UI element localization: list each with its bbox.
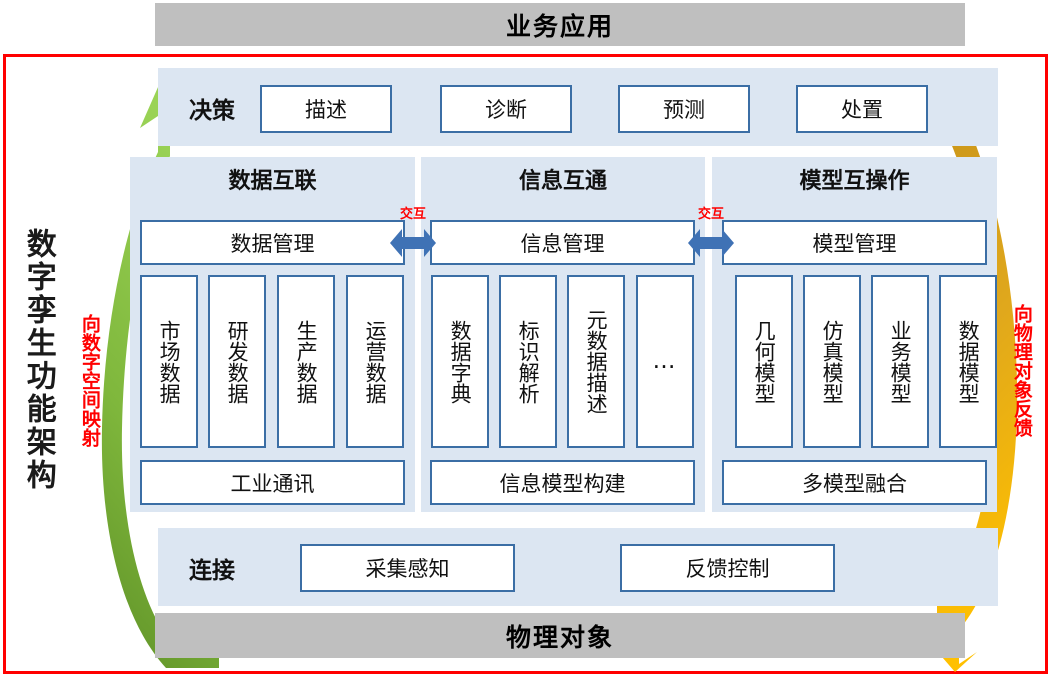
- column-3-item-geometry-model[interactable]: 几何模型: [735, 275, 793, 448]
- bottom-banner-label: 物理对象: [505, 622, 614, 652]
- column-1-item-operation-data-label: 运营数据: [363, 319, 388, 404]
- connect-item-acquisition-sensing[interactable]: 采集感知: [300, 544, 515, 592]
- interaction-label-2-text: 交互: [697, 207, 724, 222]
- column-1-footer-box[interactable]: 工业通讯: [140, 460, 405, 505]
- column-2-item-ellipsis[interactable]: …: [636, 275, 694, 448]
- right-arrow-label: 向物理对象反馈: [1008, 245, 1034, 495]
- decision-item-describe-label: 描述: [305, 98, 347, 122]
- connect-panel: [158, 528, 998, 606]
- top-banner-label: 业务应用: [505, 11, 614, 41]
- connect-row-label-text: 连接: [189, 558, 235, 584]
- column-1-manager-label: 数据管理: [230, 231, 315, 256]
- column-3-manager-box[interactable]: 模型管理: [722, 220, 987, 265]
- decision-item-disposal-label: 处置: [841, 98, 883, 122]
- top-banner-business-application: 业务应用: [155, 3, 965, 46]
- column-1-footer-label: 工业通讯: [230, 471, 315, 496]
- column-2-title-text: 信息互通: [518, 169, 607, 194]
- interaction-label-1: 交互: [392, 208, 434, 224]
- connect-item-feedback-control-label: 反馈控制: [685, 557, 770, 581]
- column-1-item-market-data-label: 市场数据: [157, 319, 182, 404]
- column-2-title: 信息互通: [421, 163, 705, 195]
- column-3-footer-label: 多模型融合: [802, 471, 907, 496]
- column-2-manager-box[interactable]: 信息管理: [430, 220, 695, 265]
- page-title-text: 数字孪生功能架构: [20, 228, 56, 492]
- column-3-item-simulation-model[interactable]: 仿真模型: [803, 275, 861, 448]
- column-2-item-data-dictionary[interactable]: 数据字典: [431, 275, 489, 448]
- outer-red-frame: [3, 54, 1048, 674]
- column-1-item-operation-data[interactable]: 运营数据: [346, 275, 404, 448]
- column-1-item-rd-data[interactable]: 研发数据: [208, 275, 266, 448]
- connect-item-acquisition-sensing-label: 采集感知: [365, 557, 450, 581]
- interaction-arrow-1: [390, 229, 436, 257]
- decision-row-label: 决策: [172, 90, 252, 126]
- column-1-item-rd-data-label: 研发数据: [225, 319, 250, 404]
- column-1-title: 数据互联: [130, 163, 415, 195]
- column-3-item-business-model[interactable]: 业务模型: [871, 275, 929, 448]
- left-arrow-label-text: 向数字空间映射: [78, 313, 101, 447]
- column-3-title-text: 模型互操作: [799, 169, 910, 194]
- decision-item-predict-label: 预测: [663, 98, 705, 122]
- column-3-item-data-model-label: 数据模型: [956, 319, 981, 404]
- decision-item-describe[interactable]: 描述: [260, 85, 392, 133]
- column-3-item-data-model[interactable]: 数据模型: [939, 275, 997, 448]
- interaction-arrow-2: [688, 229, 734, 257]
- column-3-item-geometry-model-label: 几何模型: [752, 319, 777, 404]
- decision-item-diagnose-label: 诊断: [485, 98, 527, 122]
- column-3-manager-label: 模型管理: [812, 231, 897, 256]
- connect-row-label: 连接: [172, 550, 252, 586]
- right-arrow-label-text: 向物理对象反馈: [1010, 303, 1033, 437]
- column-2-item-data-dictionary-label: 数据字典: [448, 319, 473, 404]
- column-2-manager-label: 信息管理: [520, 231, 605, 256]
- interaction-label-2: 交互: [690, 208, 732, 224]
- decision-row-label-text: 决策: [189, 98, 235, 124]
- column-3-footer-box[interactable]: 多模型融合: [722, 460, 987, 505]
- page-title-vertical: 数字孪生功能架构: [14, 180, 62, 540]
- column-3-item-simulation-model-label: 仿真模型: [820, 319, 845, 404]
- column-1-manager-box[interactable]: 数据管理: [140, 220, 405, 265]
- column-1-item-production-data[interactable]: 生产数据: [277, 275, 335, 448]
- column-1-item-market-data[interactable]: 市场数据: [140, 275, 198, 448]
- column-2-item-metadata-description-label: 元数据描述: [584, 309, 609, 414]
- column-1-item-production-data-label: 生产数据: [294, 319, 319, 404]
- column-3-item-business-model-label: 业务模型: [888, 319, 913, 404]
- interaction-label-1-text: 交互: [399, 207, 426, 222]
- decision-item-predict[interactable]: 预测: [618, 85, 750, 133]
- column-3-title: 模型互操作: [712, 163, 997, 195]
- decision-item-disposal[interactable]: 处置: [796, 85, 928, 133]
- connect-item-feedback-control[interactable]: 反馈控制: [620, 544, 835, 592]
- decision-item-diagnose[interactable]: 诊断: [440, 85, 572, 133]
- column-1-title-text: 数据互联: [228, 169, 317, 194]
- column-2-footer-box[interactable]: 信息模型构建: [430, 460, 695, 505]
- left-arrow-label: 向数字空间映射: [76, 255, 102, 505]
- column-2-item-ellipsis-label: …: [652, 348, 678, 375]
- column-2-item-identifier-resolution[interactable]: 标识解析: [499, 275, 557, 448]
- bottom-banner-physical-object: 物理对象: [155, 613, 965, 658]
- column-2-footer-label: 信息模型构建: [499, 471, 626, 496]
- column-2-item-identifier-resolution-label: 标识解析: [516, 319, 541, 404]
- column-2-item-metadata-description[interactable]: 元数据描述: [567, 275, 625, 448]
